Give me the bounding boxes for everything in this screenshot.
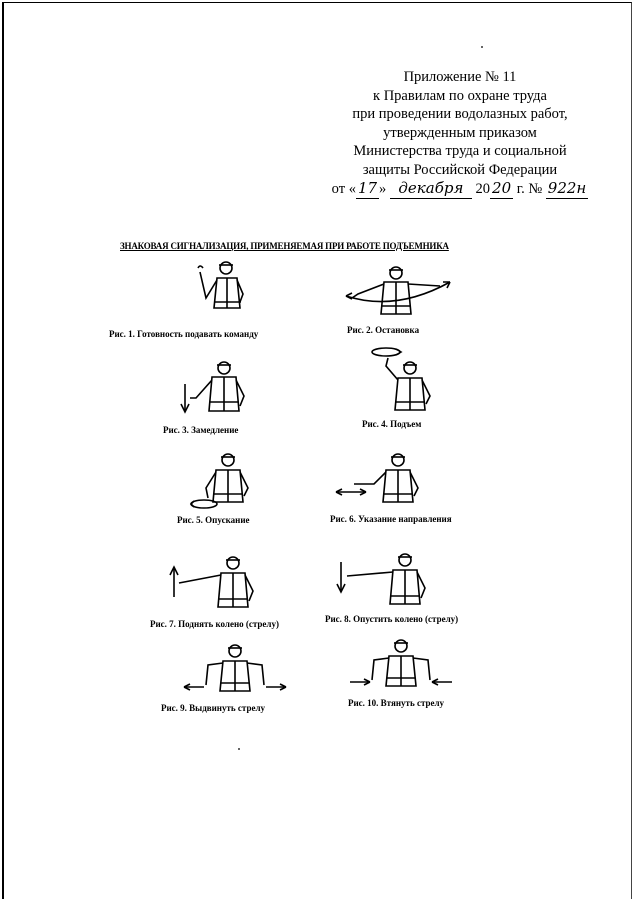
speck: [481, 46, 483, 48]
figure-7-caption: Рис. 7. Поднять колено (стрелу): [150, 619, 279, 629]
figure-5-caption: Рис. 5. Опускание: [177, 515, 250, 525]
appendix-line-2: при проведении водолазных работ,: [352, 106, 568, 122]
figure-7-drawing: [165, 553, 275, 613]
figure-1-caption: Рис. 1. Готовность подавать команду: [109, 329, 259, 339]
appendix-line-4: Министерства труда и социальной: [353, 143, 567, 159]
date-mid: »: [379, 181, 387, 197]
date-prefix: от «: [331, 181, 356, 197]
figure-2-caption: Рис. 2. Остановка: [347, 325, 420, 335]
speck: [238, 748, 240, 750]
page-border: [2, 2, 632, 899]
figure-3-caption: Рис. 3. Замедление: [163, 425, 239, 435]
figure-4-caption: Рис. 4. Подъем: [362, 419, 422, 429]
figure-3-drawing: [178, 358, 258, 416]
appendix-number: Приложение № 11: [403, 69, 517, 85]
figure-8-drawing: [333, 550, 443, 610]
figure-6-caption: Рис. 6. Указание направления: [330, 514, 452, 524]
appendix-line-5: защиты Российской Федерации: [362, 161, 558, 178]
date-year-unit: г. №: [516, 181, 543, 197]
figure-9-drawing: [180, 641, 290, 701]
date-month: декабря: [389, 179, 472, 199]
date-day: 17: [355, 179, 380, 199]
date-year-prefix: 20: [475, 181, 491, 197]
figure-1-drawing: [192, 258, 262, 320]
document-title: ЗНАКОВАЯ СИГНАЛИЗАЦИЯ, ПРИМЕНЯЕМАЯ ПРИ Р…: [120, 241, 449, 251]
figure-2-drawing: [344, 264, 454, 324]
date-year-suffix: 20: [490, 179, 514, 199]
figure-8-caption: Рис. 8. Опустить колено (стрелу): [325, 614, 459, 624]
figure-10-drawing: [346, 636, 456, 696]
appendix-line-3: утвержденным приказом: [383, 124, 537, 141]
figure-5-drawing: [184, 448, 264, 512]
figure-10-caption: Рис. 10. Втянуть стрелу: [348, 698, 445, 708]
order-number: 922н: [545, 179, 589, 199]
figure-6-drawing: [334, 448, 434, 510]
appendix-header: Приложение № 11 к Правилам по охране тру…: [330, 68, 590, 199]
appendix-line-1: к Правилам по охране труда: [373, 87, 547, 104]
figure-4-drawing: [368, 346, 448, 416]
figure-9-caption: Рис. 9. Выдвинуть стрелу: [161, 703, 265, 713]
